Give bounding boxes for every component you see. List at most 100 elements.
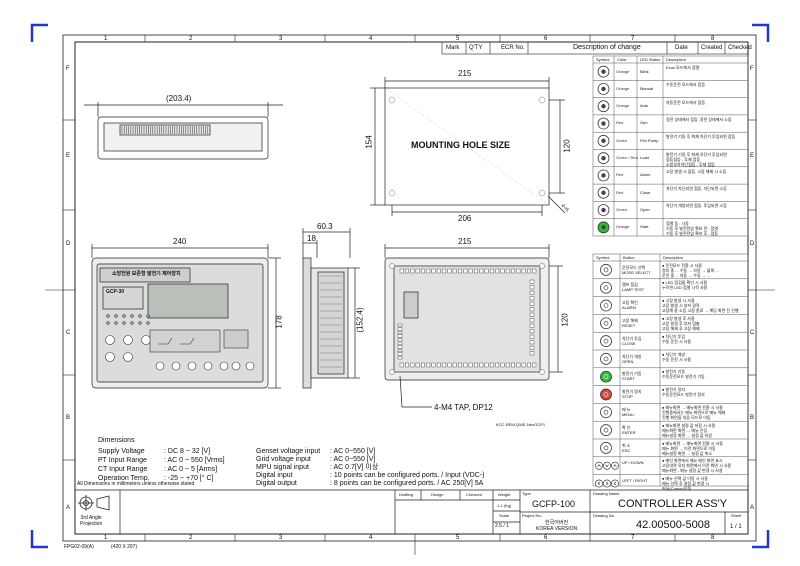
panel-title: 소방전원 보존형 발전기 제어장치 (112, 271, 181, 277)
front-height-dim: 178 (274, 315, 284, 329)
button-description-6: ● 발전기 기동 수동운전모드 발전기 기동 (662, 369, 705, 380)
front-view (91, 244, 281, 389)
revision-col-ecr: ECR No. (501, 45, 525, 51)
button-name-9: 확 인 ENTER (622, 424, 636, 435)
zone-number: 1 (104, 36, 108, 42)
spec-right-value-4: : 8 points can be configured ports. / AC… (330, 480, 484, 487)
top-view-width-dim: (203.4) (166, 94, 192, 103)
spec-left-name-1: PT Input Range (98, 457, 147, 464)
led-color-4: Green (616, 137, 628, 143)
led-description-2: 자동운전 모드에서 점등 (666, 99, 706, 105)
zone-number: 7 (631, 36, 635, 42)
zone-number: 2 (189, 535, 193, 541)
zone-number: 4 (369, 36, 373, 42)
button-description-2: ● 고장 발생 시 사용 고장 발생 시 부저 경적 고장해 중 소음 고장 종… (662, 298, 739, 314)
auto-mode-icon (597, 100, 610, 113)
led-color-6: Red (616, 172, 624, 178)
zone-number: 5 (456, 36, 460, 42)
led-status-8: Open (640, 206, 650, 212)
start-lamp-icon (597, 221, 610, 234)
esc-icon (600, 442, 612, 454)
enter-icon (600, 424, 612, 436)
zone-letter: C (66, 330, 71, 336)
mount-inner-height-dim: 120 (562, 139, 572, 153)
led-description-6: 고장 발생 시 점등, 고장 해제 시 소등 (666, 168, 727, 174)
revision-col-checked: Checked (728, 45, 752, 51)
zone-number: 3 (279, 36, 283, 42)
spec-left-name-0: Supply Voltage (98, 448, 145, 455)
led-description-7: 차단기 차단되면 점등, 차단되면 소등 (666, 186, 727, 192)
led-color-1: Orange (616, 85, 630, 91)
button-name-11: UP / DOWN (622, 460, 644, 466)
button-name-0: 운전모드 선택 MODE SELECT (622, 264, 651, 275)
spec-left-value-1: : AC 0 ~ 550 [Vrms] (164, 457, 225, 464)
button-name-10: 취 소 ESC (622, 442, 631, 453)
revision-col-description: Description of change (573, 44, 641, 51)
led-color-3: Red (616, 120, 624, 126)
project-label: Project No. (522, 513, 542, 518)
side-flange-dim: 18 (307, 234, 316, 243)
zone-letter: E (750, 153, 755, 159)
menu-icon (600, 406, 612, 419)
zone-number: 1 (104, 535, 108, 541)
spec-right-value-0: : AC 0~550 [V] (330, 448, 376, 455)
drafting-label: Drafting (399, 492, 414, 497)
sheet-label: Sheet (731, 513, 742, 518)
scale-value: 2.5 / 1 (495, 523, 509, 529)
zone-letter: E (66, 153, 71, 159)
panel-model: GCP-30 (106, 289, 125, 295)
title-block (75, 489, 748, 534)
led-status-4: Fire Pump (640, 137, 659, 143)
led-status-9: Start (640, 224, 649, 230)
crop-marks (30, 23, 770, 549)
drawing-number: 42.00500-5008 (636, 519, 711, 531)
button-name-4: 차단기 투입 CLOSE (622, 335, 642, 346)
spec-right-name-2: MPU signal input (256, 464, 309, 471)
mount-width-dim: 215 (458, 69, 472, 78)
led-header-description: Description (666, 57, 687, 62)
button-description-8: ● 메뉴화면 → 메뉴화면 전환 시 사용 진행중에서는 메뉴 화면으로 메뉴 … (662, 404, 726, 420)
spec-title: Dimensions (98, 437, 135, 444)
revision-col-qty: Q'TY (469, 45, 483, 51)
led-description-4: 발전기 기동 후 화재 차단기 투입되면 점등 (666, 134, 736, 140)
button-header-symbol: Symbol (596, 255, 610, 260)
pcb-label: KCC-REM-QWE-NeoGCP1 (496, 422, 546, 427)
start-button-icon (600, 370, 612, 383)
led-status-2: Auto (640, 103, 649, 109)
load-icon (597, 152, 610, 164)
led-description-9: 점멸 등 : 시동 기동 후 발전전압 확보 전 : 점멸 기동 후 발전전압 … (666, 220, 718, 236)
zone-letter: D (750, 241, 755, 247)
button-name-2: 고장 확인 ALARM (622, 300, 638, 311)
spec-left-value-3: : -25 ~ +70 [° C] (164, 475, 214, 482)
cycle-mode-icon (597, 65, 610, 78)
weight-label: Weight (498, 492, 511, 497)
drawing-no-label: Drawing No. (593, 513, 616, 518)
led-description-8: 차단기 개방되면 점등, 투입되면 소등 (666, 203, 727, 209)
button-description-0: ● 운전모드 전환 시 사용 정지 중 ... 수동 → 자동 → 블록 ...… (662, 262, 719, 278)
rear-view (384, 244, 563, 408)
spec-right-name-3: Digital input (256, 472, 293, 479)
design-label: Design (431, 492, 444, 497)
button-name-6: 발전기 기동 START (622, 371, 642, 382)
checked-label: Checked (466, 492, 482, 497)
led-header-color: Color (617, 57, 627, 62)
led-status-3: Gen (640, 120, 648, 126)
button-name-12: LEFT / RIGHT (622, 478, 648, 484)
mount-bottom-width-dim: 206 (458, 214, 472, 223)
reset-icon (600, 317, 612, 330)
zone-number: 5 (456, 535, 460, 541)
project-value: 한국어버전 KOREA VERSION (536, 520, 578, 532)
zone-letter: A (66, 505, 71, 511)
dims-note: All Dimensions in millimeters unless oth… (77, 481, 195, 487)
drawing-name-label: Drawing Name (593, 491, 620, 496)
generator-icon (597, 117, 610, 130)
zone-number: 6 (544, 535, 548, 541)
button-name-5: 차단기 개방 OPEN (622, 353, 642, 364)
button-description-3: ● 고장 발생 후 사용 고장 발생 후 부저 멈춤 고장 해제 후 고장 해제 (662, 315, 700, 331)
led-status-7: Close (640, 189, 651, 195)
scale-label: Scale (499, 513, 510, 518)
front-width-dim: 240 (173, 237, 187, 246)
side-view (302, 228, 360, 389)
led-color-7: Red (616, 189, 624, 195)
hand-manual-icon (597, 83, 610, 95)
